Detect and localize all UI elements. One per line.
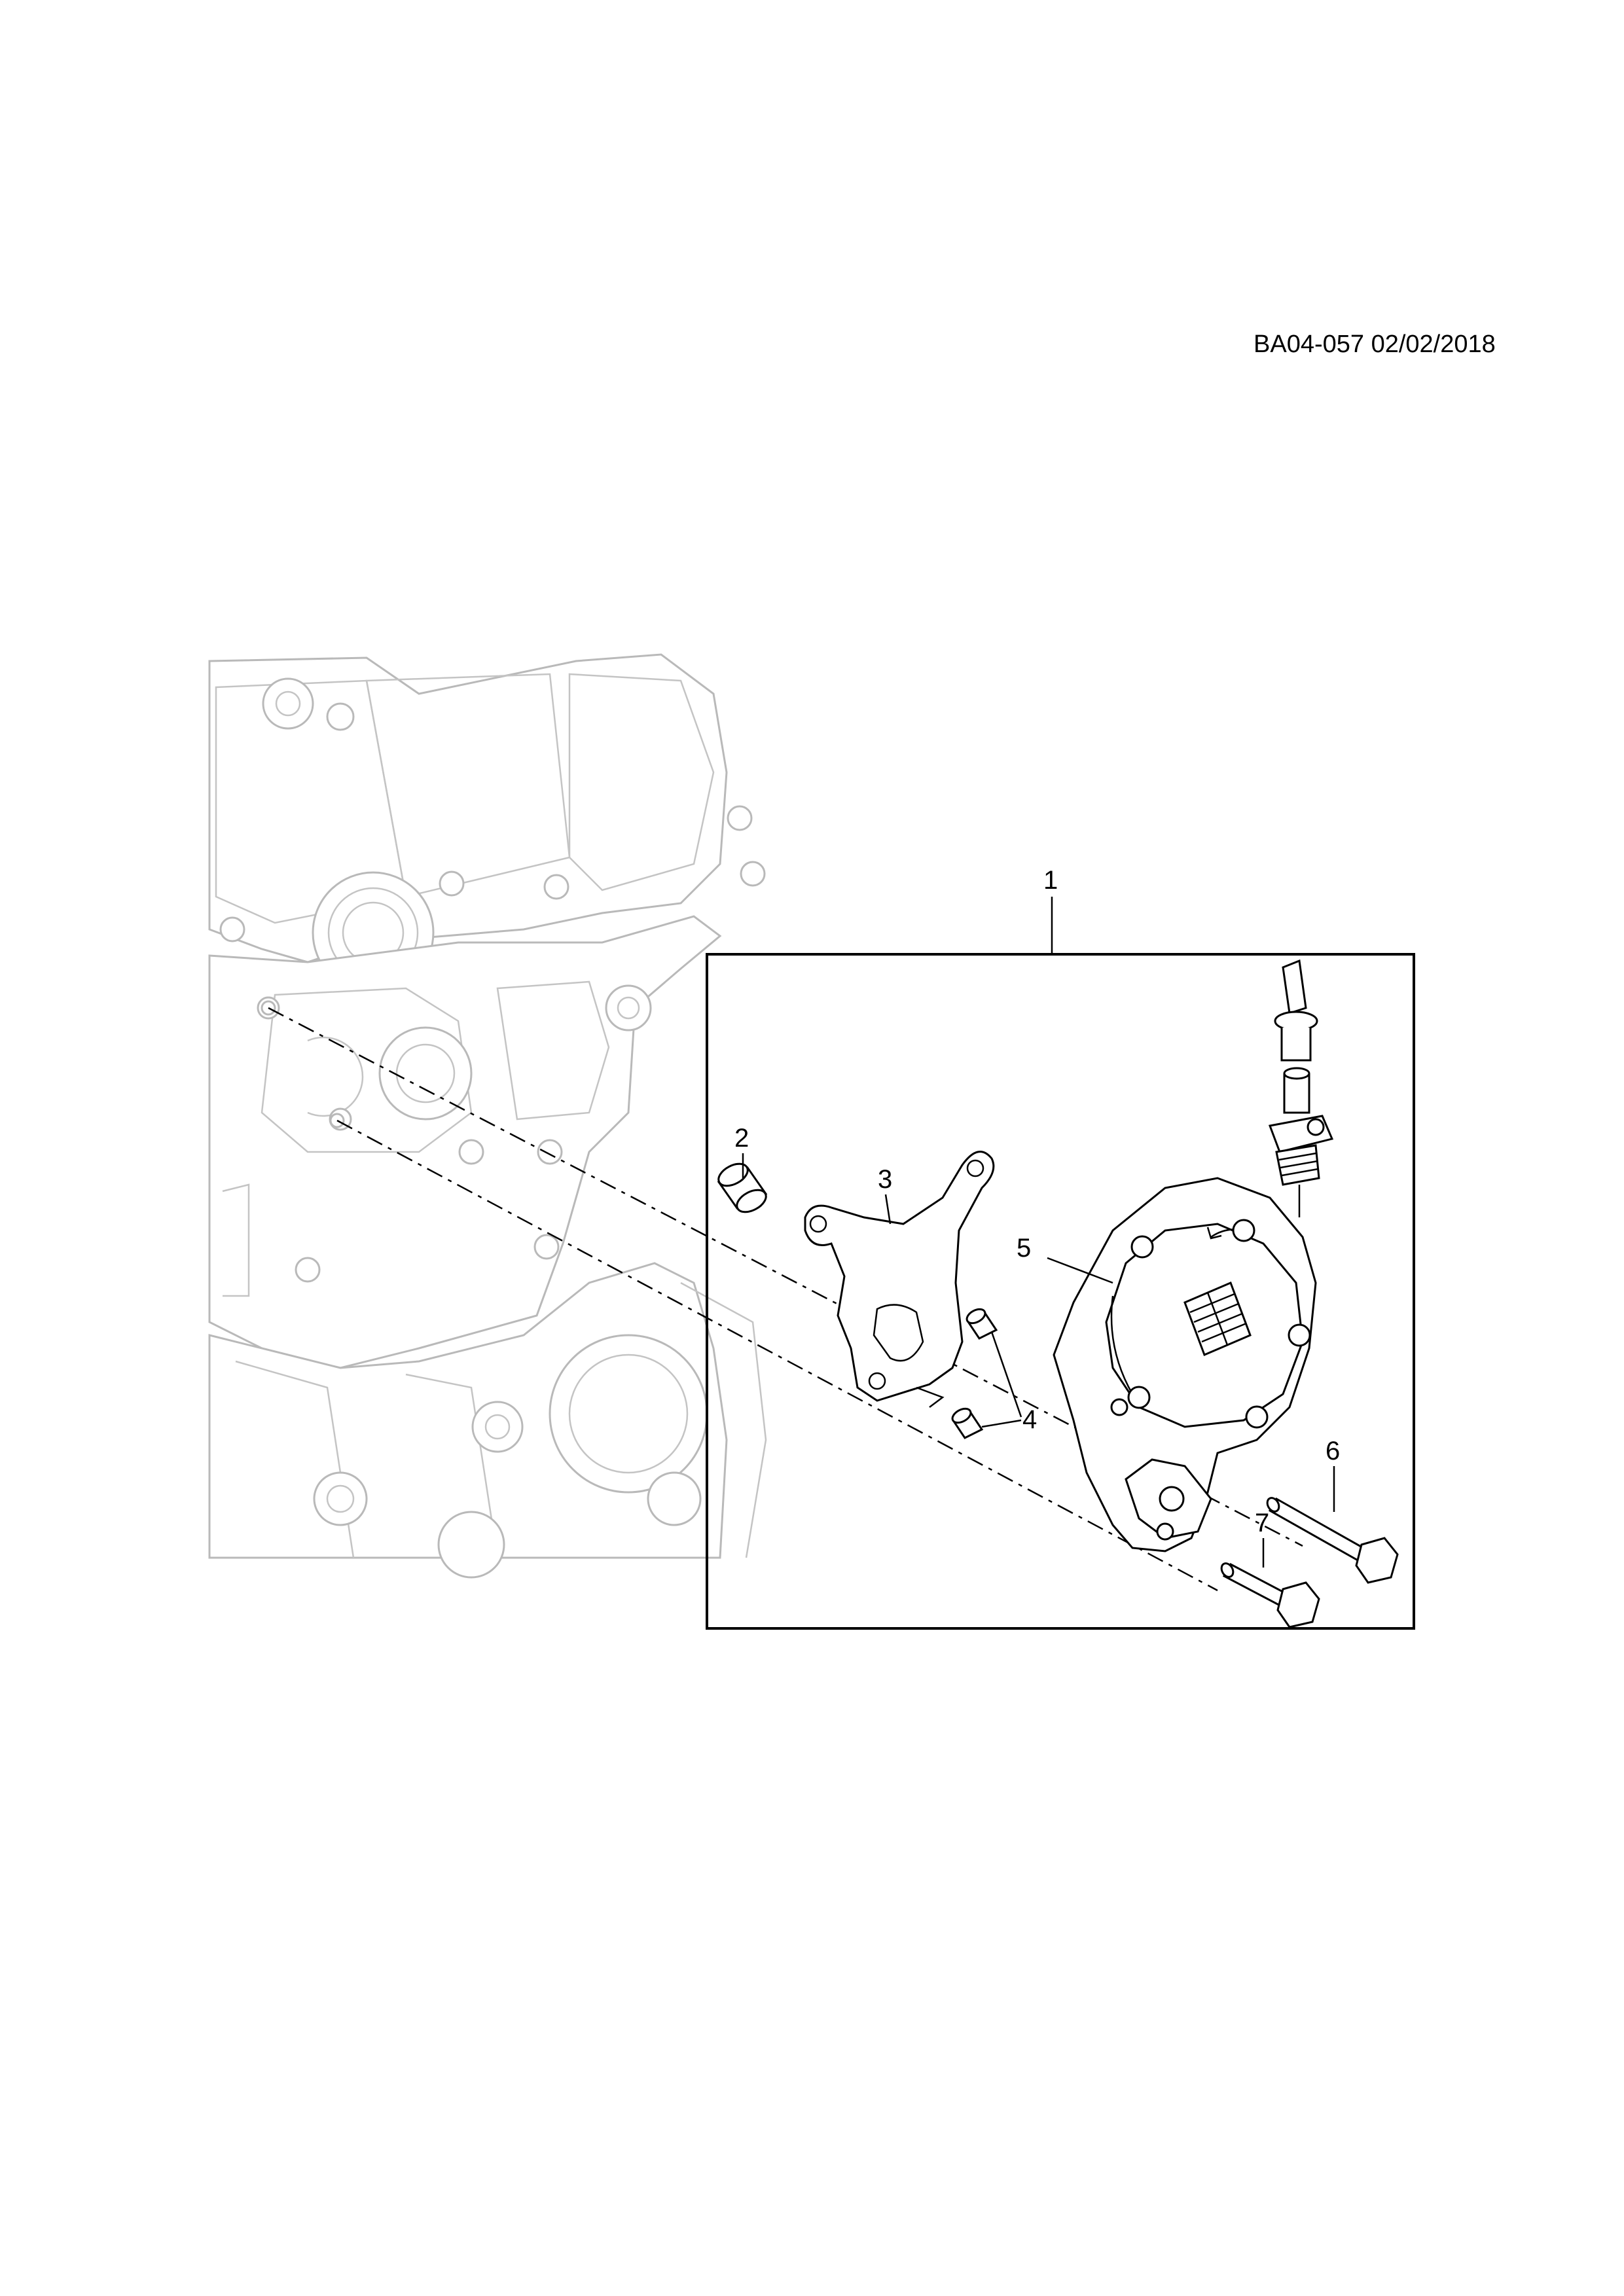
vacuum-pump-part [1053,1177,1317,1552]
callout-3: 3 [878,1165,892,1194]
engine-block-illustration [208,653,767,1579]
vacuum-outlet-fitting [1268,959,1334,1217]
callout-4: 4 [1022,1405,1037,1434]
upper-mounting-axis [268,1007,1303,1547]
dowel-sleeve-part [717,1162,768,1213]
short-bolt-part [1220,1562,1320,1628]
sleeve-pair-part [951,1308,998,1439]
gasket-bracket-part [804,1151,995,1408]
leader-line-4a [981,1419,1022,1428]
leader-line-4b [990,1331,1022,1418]
long-bolt-part [1266,1497,1399,1584]
lower-mounting-axis [336,1119,1218,1592]
callout-2: 2 [734,1124,749,1153]
diagram-reference-code: BA04-057 02/02/2018 [1254,331,1496,358]
callout-5: 5 [1017,1234,1031,1263]
leader-line-3 [884,1194,892,1225]
callout-1: 1 [1043,866,1058,895]
assembly-box [706,953,1415,1630]
leader-line-5 [1047,1257,1113,1284]
callout-7: 7 [1255,1509,1269,1537]
callout-6: 6 [1326,1437,1340,1465]
